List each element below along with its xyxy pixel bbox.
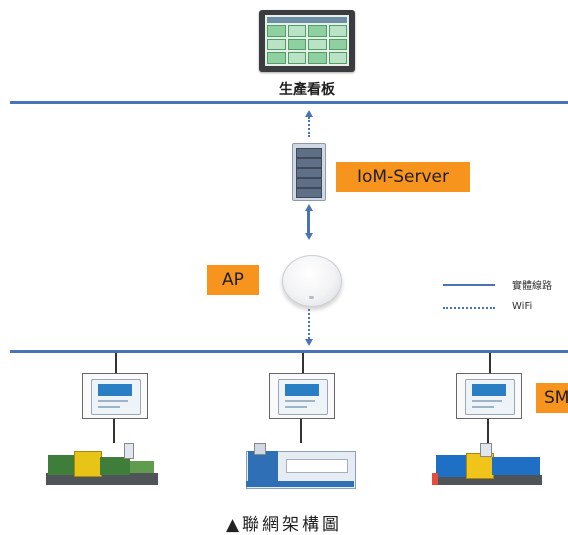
wired-link-server-ap	[307, 210, 310, 234]
arrow-down-icon	[305, 233, 313, 240]
iom-device-2	[269, 373, 335, 419]
arrow-up-icon	[305, 110, 313, 117]
injection-machine-2-icon	[246, 443, 356, 489]
dashboard-label: 生產看板	[279, 82, 335, 98]
access-point-icon	[282, 255, 342, 307]
arrow-down-icon	[305, 339, 313, 346]
wifi-link-top	[308, 117, 310, 137]
drop-line	[113, 419, 115, 443]
legend-label-wifi: WiFi	[512, 301, 533, 312]
legend-solid-line	[443, 284, 495, 286]
server-icon	[292, 143, 326, 201]
dashboard-monitor	[259, 10, 355, 72]
wifi-link-bottom	[308, 309, 310, 339]
drop-line	[302, 353, 304, 373]
arrow-up-icon	[305, 204, 313, 211]
sm-label: SM	[536, 383, 568, 413]
legend-dotted-line	[443, 307, 495, 309]
dashboard-screen	[265, 15, 349, 66]
drop-line	[300, 419, 302, 443]
iom-device-1	[82, 373, 148, 419]
injection-machine-3-icon	[432, 443, 544, 487]
legend-label-wired: 實體線路	[512, 281, 552, 292]
ap-label: AP	[207, 265, 259, 295]
ap-indicator	[309, 296, 314, 299]
drop-line	[489, 353, 491, 373]
bottom-network-bus	[10, 350, 568, 353]
server-label: IoM-Server	[336, 162, 470, 192]
drop-line	[115, 353, 117, 373]
injection-machine-1-icon	[42, 443, 162, 487]
top-network-bus	[10, 101, 568, 104]
diagram-caption: ▲聯網架構圖	[225, 515, 343, 535]
drop-line	[487, 419, 489, 443]
iom-device-3	[456, 373, 522, 419]
